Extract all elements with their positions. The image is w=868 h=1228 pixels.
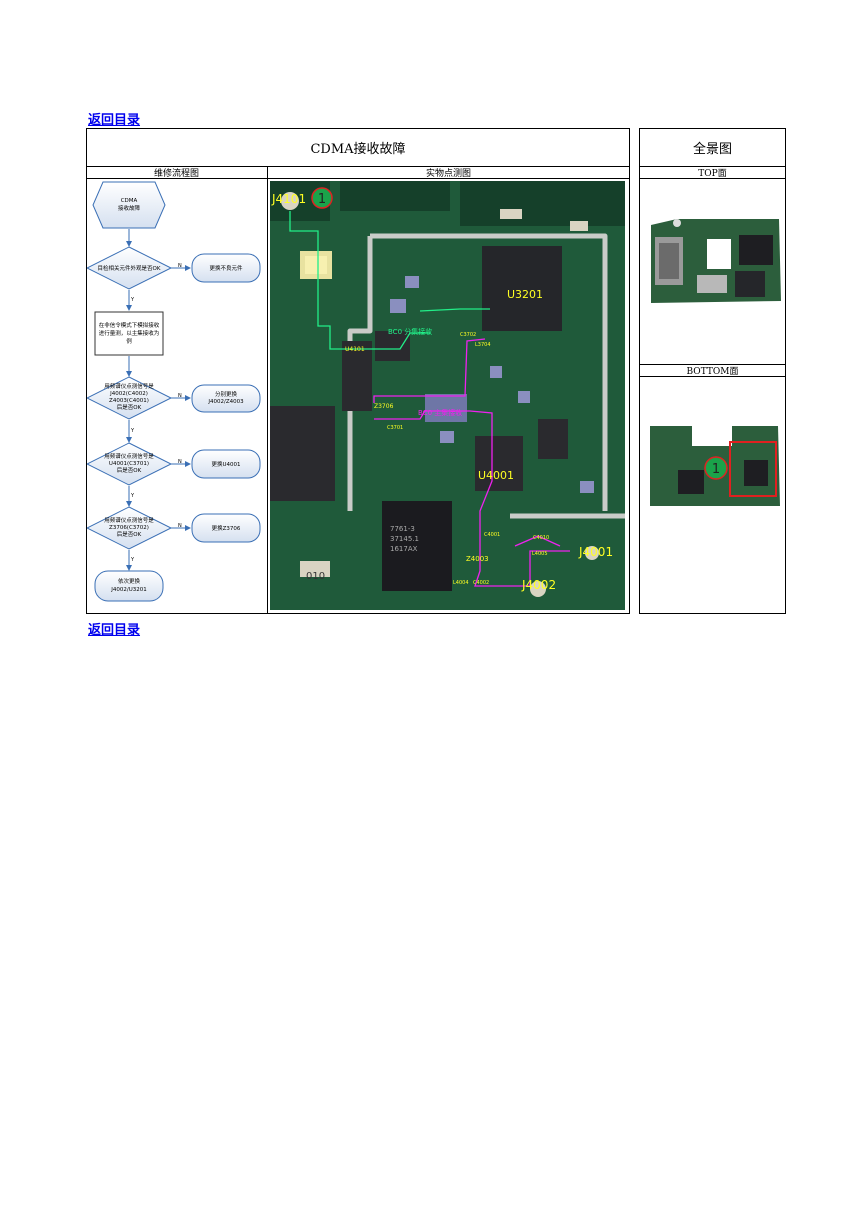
main-table	[86, 128, 630, 614]
overview-table	[639, 128, 786, 614]
start-text: CDMA	[121, 198, 138, 204]
action-node	[191, 253, 261, 283]
chip-marking: 37145.1	[390, 535, 419, 543]
decision-text: 目检相关元件外观是否OK	[98, 264, 161, 272]
label-bc0-main: BC0 主集接收	[418, 408, 462, 417]
no-label: N	[178, 393, 182, 399]
decision-text: Z4003(C4001)	[109, 398, 149, 404]
back-to-contents-link-top[interactable]: 返回目录	[88, 113, 141, 128]
table-title: CDMA接收故障	[310, 141, 406, 157]
no-label: N	[178, 263, 182, 269]
decision-text: 后是否OK	[117, 466, 142, 474]
decision-node	[87, 442, 173, 486]
label-c3701: C3701	[387, 425, 403, 431]
action-node	[191, 384, 261, 413]
decision-node	[87, 246, 173, 290]
action-text: J4002/Z4003	[207, 399, 244, 405]
action-node	[191, 449, 261, 479]
marker-number: 1	[318, 192, 326, 207]
action-text: 更换U4001	[211, 460, 240, 468]
label-c4002: C4002	[473, 580, 489, 586]
decision-text: 用频谱仪点测信号是	[104, 452, 154, 460]
label-c3702: C3702	[460, 332, 476, 338]
action-node	[191, 513, 261, 543]
end-text: 依次更换	[118, 577, 141, 585]
label-l4004: L4004	[453, 580, 469, 586]
bottom-side-label: BOTTOM面	[639, 365, 786, 377]
end-text: J4002/U3201	[110, 587, 147, 593]
start-text: 接收故障	[118, 204, 141, 212]
label-z3706: Z3706	[374, 403, 394, 410]
decision-node	[87, 506, 173, 550]
decision-text: Z3706(C3702)	[109, 525, 149, 531]
label-u4101: U4101	[345, 346, 365, 353]
pcb-test-point-photo: 1 J4101 U3201 U4101 Z3706 C3701 C3702 L3…	[270, 181, 625, 610]
chip-marking: 7761-3	[390, 525, 415, 533]
label-u3201: U3201	[507, 288, 543, 301]
decision-text: 后是否OK	[117, 403, 142, 411]
top-side-board-image	[651, 219, 781, 303]
label-u4001: U4001	[478, 469, 514, 482]
action-text: 更换Z3706	[212, 524, 241, 532]
label-j4002: J4002	[521, 578, 556, 592]
decision-text: U4001(C3701)	[109, 461, 149, 467]
yes-label: Y	[130, 297, 135, 303]
decision-node	[87, 376, 173, 420]
label-j4101: J4101	[271, 192, 306, 206]
highlight-region	[729, 441, 777, 497]
location-marker-icon	[311, 187, 333, 209]
label-c4010: C4010	[533, 535, 549, 541]
back-to-contents-link-bottom[interactable]: 返回目录	[88, 623, 141, 638]
yes-label: Y	[130, 557, 135, 563]
bottom-side-board-image: 1	[650, 426, 780, 506]
decision-text: 用频谱仪点测信号是	[104, 516, 154, 524]
no-label: N	[178, 459, 182, 465]
label-j4001: J4001	[578, 545, 613, 559]
board-code: 010	[306, 571, 325, 582]
divider	[267, 166, 268, 614]
action-text: 分别更换	[215, 390, 238, 398]
top-side-label: TOP面	[639, 166, 786, 179]
label-l4005: L4005	[532, 551, 548, 557]
decision-text: 后是否OK	[117, 530, 142, 538]
marker-number: 1	[712, 462, 720, 477]
process-node	[94, 311, 164, 356]
overview-title: 全景图	[692, 141, 732, 157]
end-node	[94, 570, 164, 602]
chip-marking: 1617AX	[390, 545, 418, 553]
col-flow-header: 维修流程图	[86, 166, 267, 179]
location-marker-icon	[704, 456, 728, 480]
yes-label: Y	[130, 428, 135, 434]
label-bc0-diversity: BC0 分集接收	[388, 327, 432, 336]
action-text: 更换不良元件	[209, 264, 243, 272]
process-text: 例	[126, 337, 132, 345]
divider	[639, 166, 786, 167]
divider	[86, 166, 630, 167]
label-l3704: L3704	[475, 342, 491, 348]
repair-flowchart: CDMA 接收故障 目检相关元件外观是否OK 更换不良元件 在非信令模式下模拟接…	[87, 181, 261, 602]
label-z4003: Z4003	[466, 555, 489, 563]
label-c4001: C4001	[484, 532, 500, 538]
no-label: N	[178, 523, 182, 529]
process-text: 进行量测，以主集接收为	[99, 329, 160, 337]
start-node	[92, 181, 166, 229]
col-photo-header: 实物点测图	[267, 166, 630, 179]
yes-label: Y	[130, 493, 135, 499]
divider	[639, 364, 786, 365]
process-text: 在非信令模式下模拟接收	[99, 321, 160, 329]
decision-text: J4002(C4002)	[109, 391, 148, 397]
decision-text: 用频谱仪点测信号是	[104, 382, 154, 390]
